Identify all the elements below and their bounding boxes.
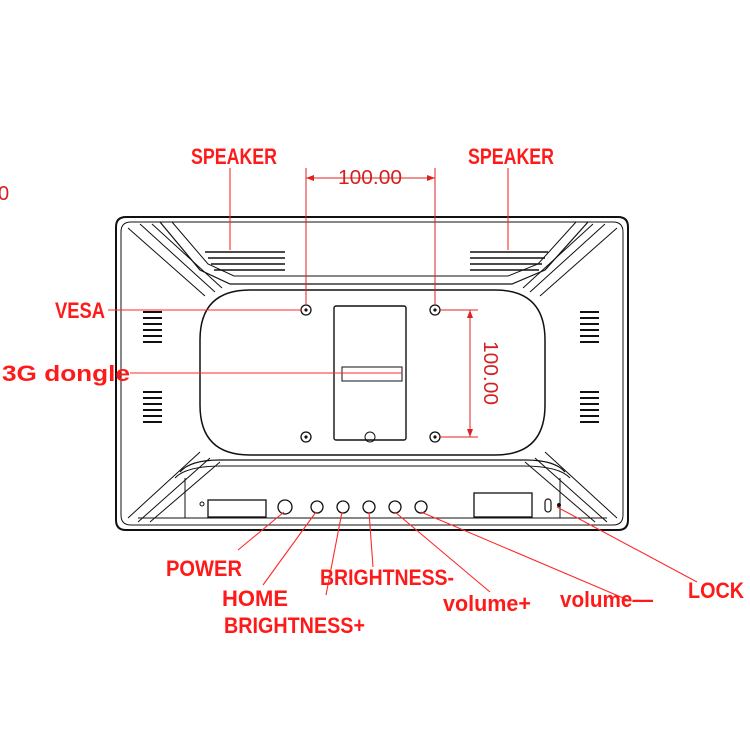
labels: SPEAKER SPEAKER VESA 3G dongle POWER HOM… [2, 144, 744, 638]
left-port [207, 499, 267, 518]
volume-plus-button-icon [388, 500, 402, 514]
label-volume-minus: volume— [560, 587, 653, 612]
power-button-icon [277, 499, 293, 515]
dimension-vertical-value: 100.00 [479, 341, 501, 405]
label-volume-plus: volume+ [443, 591, 531, 616]
side-vent-right [580, 311, 599, 423]
dongle-bay [333, 305, 407, 443]
small-hole-icon [199, 501, 205, 507]
vesa-hole-icon [429, 304, 441, 316]
label-power: POWER [166, 556, 242, 581]
vesa-hole-icon [300, 304, 312, 316]
label-dongle: 3G dongle [2, 361, 130, 386]
label-home: HOME [222, 586, 288, 611]
label-lock: LOCK [688, 578, 744, 603]
edge-label: 0 [0, 183, 9, 205]
brightness-minus-button-icon [362, 500, 376, 514]
brightness-plus-button-icon [336, 500, 350, 514]
device-housing [115, 216, 629, 531]
label-brightness-minus: BRIGHTNESS- [320, 565, 454, 590]
right-port [473, 492, 533, 518]
vesa-hole-icon [300, 431, 312, 443]
dimension-horizontal-value: 100.00 [338, 167, 402, 189]
dimension-horizontal: 100.00 [305, 167, 436, 305]
label-speaker-right: SPEAKER [468, 144, 554, 169]
label-vesa: VESA [55, 298, 105, 323]
dimension-vertical: 100.00 [440, 309, 501, 438]
label-brightness-plus: BRIGHTNESS+ [224, 613, 365, 638]
bottom-controls [199, 492, 561, 518]
volume-minus-button-icon [414, 500, 428, 514]
callout-lines [108, 168, 698, 601]
speaker-grille-right [470, 251, 548, 271]
vesa-hole-icon [429, 431, 441, 443]
lock-slot-icon [544, 498, 552, 513]
label-speaker-left: SPEAKER [191, 144, 277, 169]
speaker-grille-left [205, 251, 285, 271]
home-button-icon [310, 500, 324, 514]
side-vent-left [143, 311, 162, 423]
